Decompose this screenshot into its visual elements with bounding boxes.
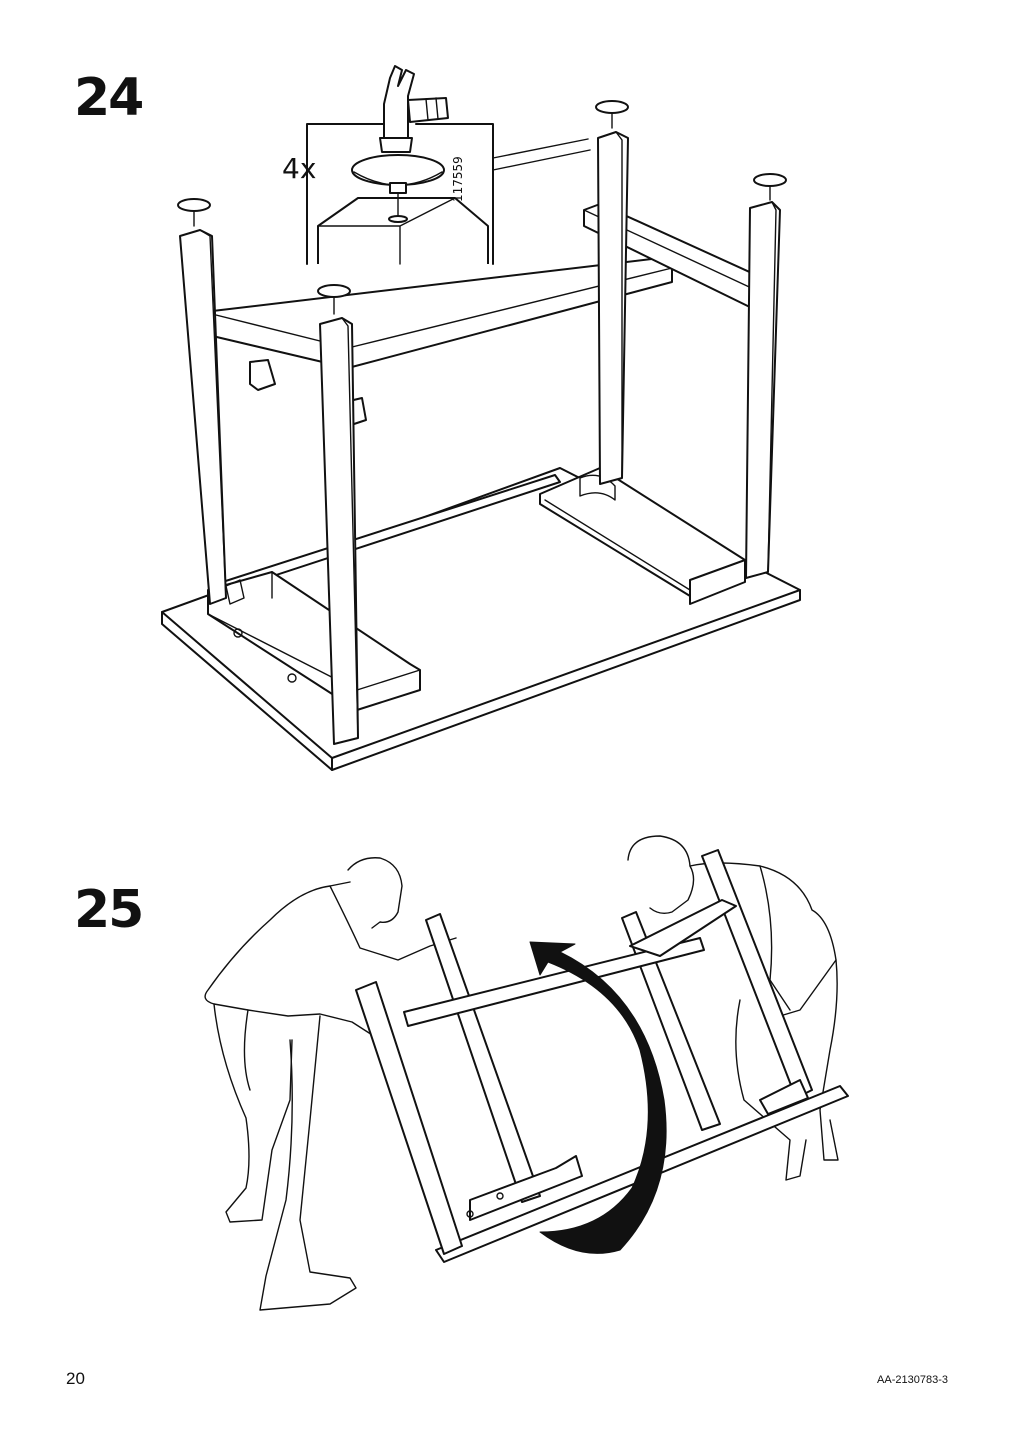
- quantity-label: 4x: [282, 152, 316, 185]
- rotate-arrow-icon: [529, 941, 667, 1254]
- page-number: 20: [66, 1369, 85, 1388]
- hammer-icon: [379, 65, 449, 153]
- document-code: AA-2130783-3: [877, 1374, 948, 1386]
- person-left: [204, 857, 457, 1311]
- table-legs: [179, 131, 781, 745]
- step-number-24: 24: [74, 68, 144, 128]
- foot-cap-icon: [351, 154, 445, 223]
- step-number-25: 25: [74, 880, 144, 940]
- detail-callout: 4x 117559: [282, 65, 591, 265]
- article-number: 117559: [451, 156, 465, 202]
- person-right: [627, 835, 839, 1181]
- tilting-table: [355, 849, 849, 1263]
- foot-caps: [177, 100, 787, 315]
